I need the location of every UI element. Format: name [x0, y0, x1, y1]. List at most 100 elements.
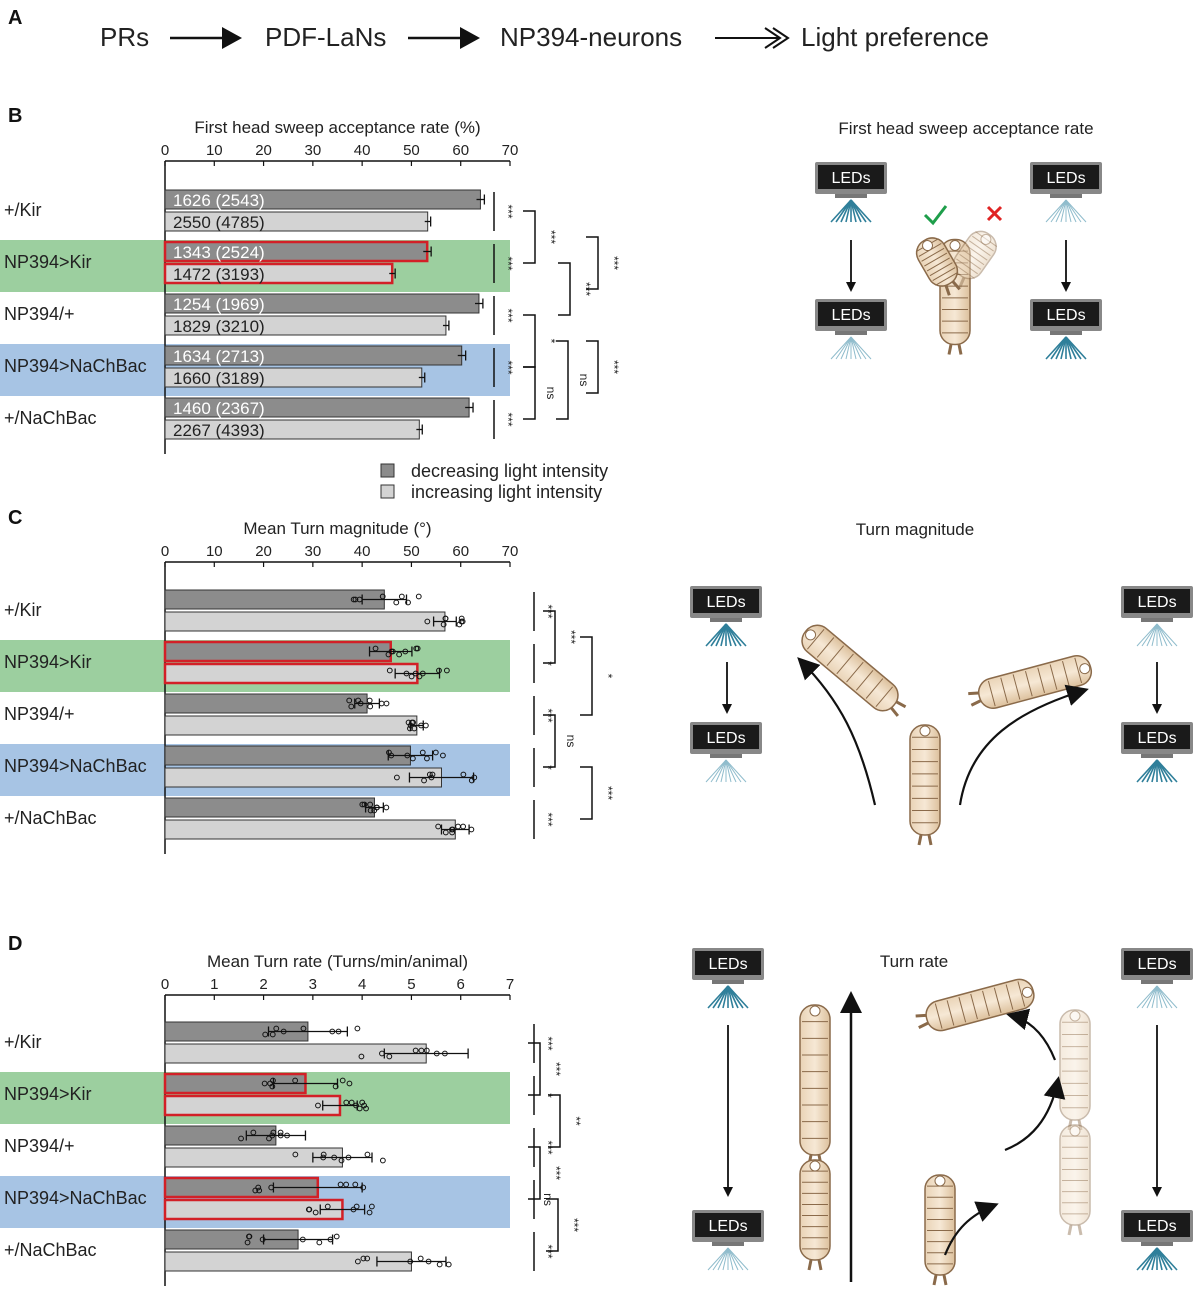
tick-label: 60 [452, 142, 469, 159]
led-ray [1146, 1247, 1158, 1271]
larva-segment [1017, 981, 1026, 1007]
tick-label: 0 [161, 543, 169, 560]
data-point [455, 823, 461, 830]
larva-segment [926, 257, 950, 272]
data-point [449, 826, 456, 833]
data-point [424, 618, 431, 625]
data-point [402, 648, 409, 655]
data-point [359, 801, 366, 808]
flow-arrowhead-2 [460, 27, 480, 49]
legend-swatch-light [380, 484, 395, 499]
between-sig: *** [549, 1062, 563, 1076]
data-point [414, 645, 421, 652]
larva-segment [929, 262, 953, 277]
bar-label: 1472 (3193) [173, 265, 265, 284]
data-point [436, 1261, 443, 1268]
data-point [432, 749, 439, 756]
data-point [270, 1129, 277, 1136]
larva-segment [1074, 657, 1083, 684]
led-ray [1060, 336, 1067, 360]
led-screen [695, 1213, 761, 1237]
curved-arrow [1004, 1076, 1066, 1152]
led-ray [1156, 985, 1163, 1009]
led-box: LEDs [1121, 1210, 1193, 1271]
between-sig: ** [569, 1116, 583, 1126]
larva-segment [816, 637, 835, 658]
led-stand [1141, 754, 1173, 758]
led-ray [725, 759, 732, 783]
bar [164, 745, 411, 766]
led-box: LEDs [815, 299, 887, 360]
data-point [408, 673, 415, 680]
led-label: LEDs [1137, 594, 1176, 611]
group-label: NP394>NaChBac [4, 1188, 147, 1208]
bar [164, 797, 375, 818]
larva-head [1079, 663, 1091, 675]
data-point [367, 703, 374, 710]
data-point [353, 1203, 360, 1210]
led-ray [1065, 199, 1087, 223]
led-ray [850, 336, 867, 360]
larva-segment [855, 670, 874, 691]
led-ray [1065, 199, 1077, 223]
larva-segment [965, 244, 988, 261]
led-screen [693, 589, 759, 613]
bar [164, 819, 456, 840]
between-bracket [586, 236, 599, 290]
led-ray [1156, 1247, 1178, 1271]
tick-label: 30 [305, 543, 322, 560]
group-label: NP394/+ [4, 704, 75, 724]
bar-label: 1254 (1969) [173, 295, 265, 314]
data-point [270, 1077, 276, 1084]
led-ray [717, 1247, 729, 1271]
larva-segment [934, 1003, 943, 1029]
curved-arrow [1006, 1008, 1057, 1061]
between-bracket [580, 636, 593, 716]
between-sig: * [601, 674, 615, 679]
data-point [379, 593, 386, 600]
data-point [368, 1203, 375, 1210]
led-label: LEDs [1137, 1218, 1176, 1235]
axis-title: First head sweep acceptance rate (%) [194, 118, 480, 137]
tick-label: 6 [457, 976, 465, 993]
led-screen [1124, 951, 1190, 975]
data-point [428, 774, 435, 781]
data-point [418, 1047, 425, 1054]
between-bracket [528, 1042, 541, 1096]
larva [801, 624, 907, 717]
led-screen [1124, 1213, 1190, 1237]
led-ray [715, 759, 727, 783]
group-label: NP394>Kir [4, 252, 92, 272]
data-point [361, 801, 368, 808]
data-point [300, 1025, 307, 1032]
led-box: LEDs [692, 1210, 764, 1271]
led-ray [830, 336, 852, 360]
larva-head [922, 240, 933, 252]
between-sig: * [544, 339, 558, 344]
larva-head [809, 1160, 821, 1172]
data-point [250, 1129, 257, 1136]
led-label: LEDs [708, 1218, 747, 1235]
led-ray [1141, 623, 1158, 647]
data-point [273, 1025, 280, 1032]
data-point [339, 1077, 346, 1084]
led-stand [712, 980, 744, 984]
led-ray [727, 1247, 734, 1271]
tick-label: 0 [161, 142, 169, 159]
larva-segment [836, 653, 854, 675]
led-ray [1141, 985, 1158, 1009]
led-ray [1156, 985, 1168, 1009]
larva-body [925, 978, 1035, 1032]
larva-tail [944, 280, 961, 296]
larva-body [1059, 1124, 1091, 1226]
between-sig: *** [607, 360, 621, 374]
bar-label: 2550 (4785) [173, 213, 265, 232]
led-ray [717, 985, 729, 1009]
larva [799, 1004, 831, 1166]
larva-tail [915, 1013, 929, 1029]
led-ray [722, 1247, 729, 1271]
